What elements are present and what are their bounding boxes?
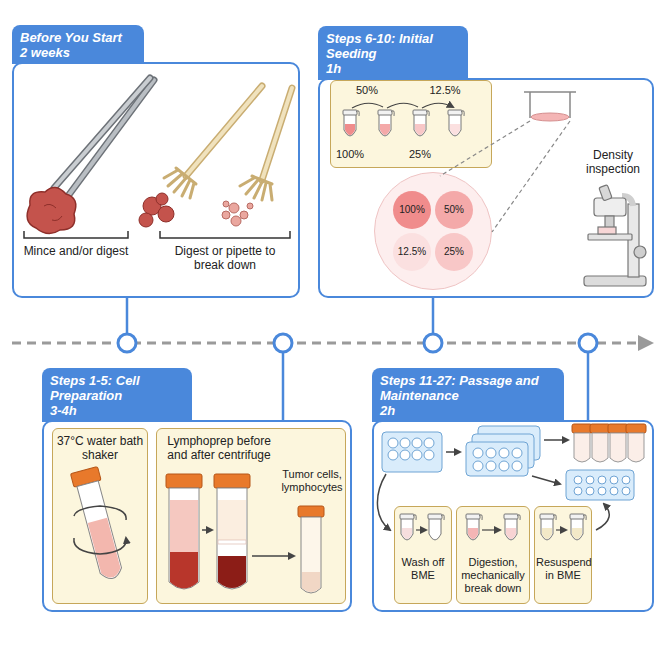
well-circle: 100%50%12.5%25% (374, 172, 492, 290)
step-box: Digestion, mechanically break down (456, 506, 530, 604)
step-label: Tumor cells, lymphocytes (280, 468, 344, 494)
step-panel: Before You Start2 weeks (12, 62, 300, 298)
step-box: 37°C water bath shaker (52, 428, 148, 604)
step-label: 12.5% (420, 84, 470, 97)
header-tab: Steps 11-27: Passage and Maintenance2h (372, 368, 564, 422)
header-tab: Steps 6-10: Initial Seeding1h (318, 26, 468, 80)
step-label: 37°C water bath shaker (55, 434, 145, 463)
step-box: 50% 12.5% 100% 25% (330, 80, 492, 168)
step-title: Steps 6-10: Initial Seeding (326, 31, 460, 61)
density-well: 50% (435, 191, 473, 229)
step-label: Wash off BME (396, 556, 450, 582)
step-title: Steps 11-27: Passage and Maintenance (380, 373, 556, 403)
step-title: Steps 1-5: Cell Preparation (50, 373, 184, 403)
step-duration: 3-4h (50, 403, 184, 418)
step-title: Before You Start (20, 30, 136, 45)
step-label: Resuspend in BME (536, 556, 590, 582)
header-tab: Steps 1-5: Cell Preparation3-4h (42, 368, 192, 422)
step-panel: Steps 1-5: Cell Preparation3-4h37°C wate… (42, 420, 352, 612)
caption-label: Digest or pipette to break down (170, 244, 280, 273)
step-duration: 1h (326, 61, 460, 76)
density-well: 100% (393, 191, 431, 229)
step-box: Resuspend in BME (534, 506, 592, 604)
caption-label: Density inspection (576, 148, 650, 177)
step-box: Lymphoprep before and after centrifugeTu… (156, 428, 346, 604)
step-label: Digestion, mechanically break down (458, 556, 528, 596)
step-panel: Steps 11-27: Passage and Maintenance2hWa… (372, 420, 654, 612)
step-duration: 2 weeks (20, 45, 136, 60)
density-well: 25% (435, 233, 473, 271)
step-panel: Steps 6-10: Initial Seeding1h50%12.5%100… (318, 78, 654, 298)
step-box: Wash off BME (394, 506, 452, 604)
step-label: 50% (347, 84, 387, 97)
header-tab: Before You Start2 weeks (12, 25, 144, 64)
step-label: Lymphoprep before and after centrifuge (160, 434, 278, 463)
step-duration: 2h (380, 403, 556, 418)
step-label: 100% (330, 148, 370, 161)
caption-label: Mince and/or digest (18, 244, 134, 258)
step-label: 25% (400, 148, 440, 161)
density-well: 12.5% (393, 233, 431, 271)
